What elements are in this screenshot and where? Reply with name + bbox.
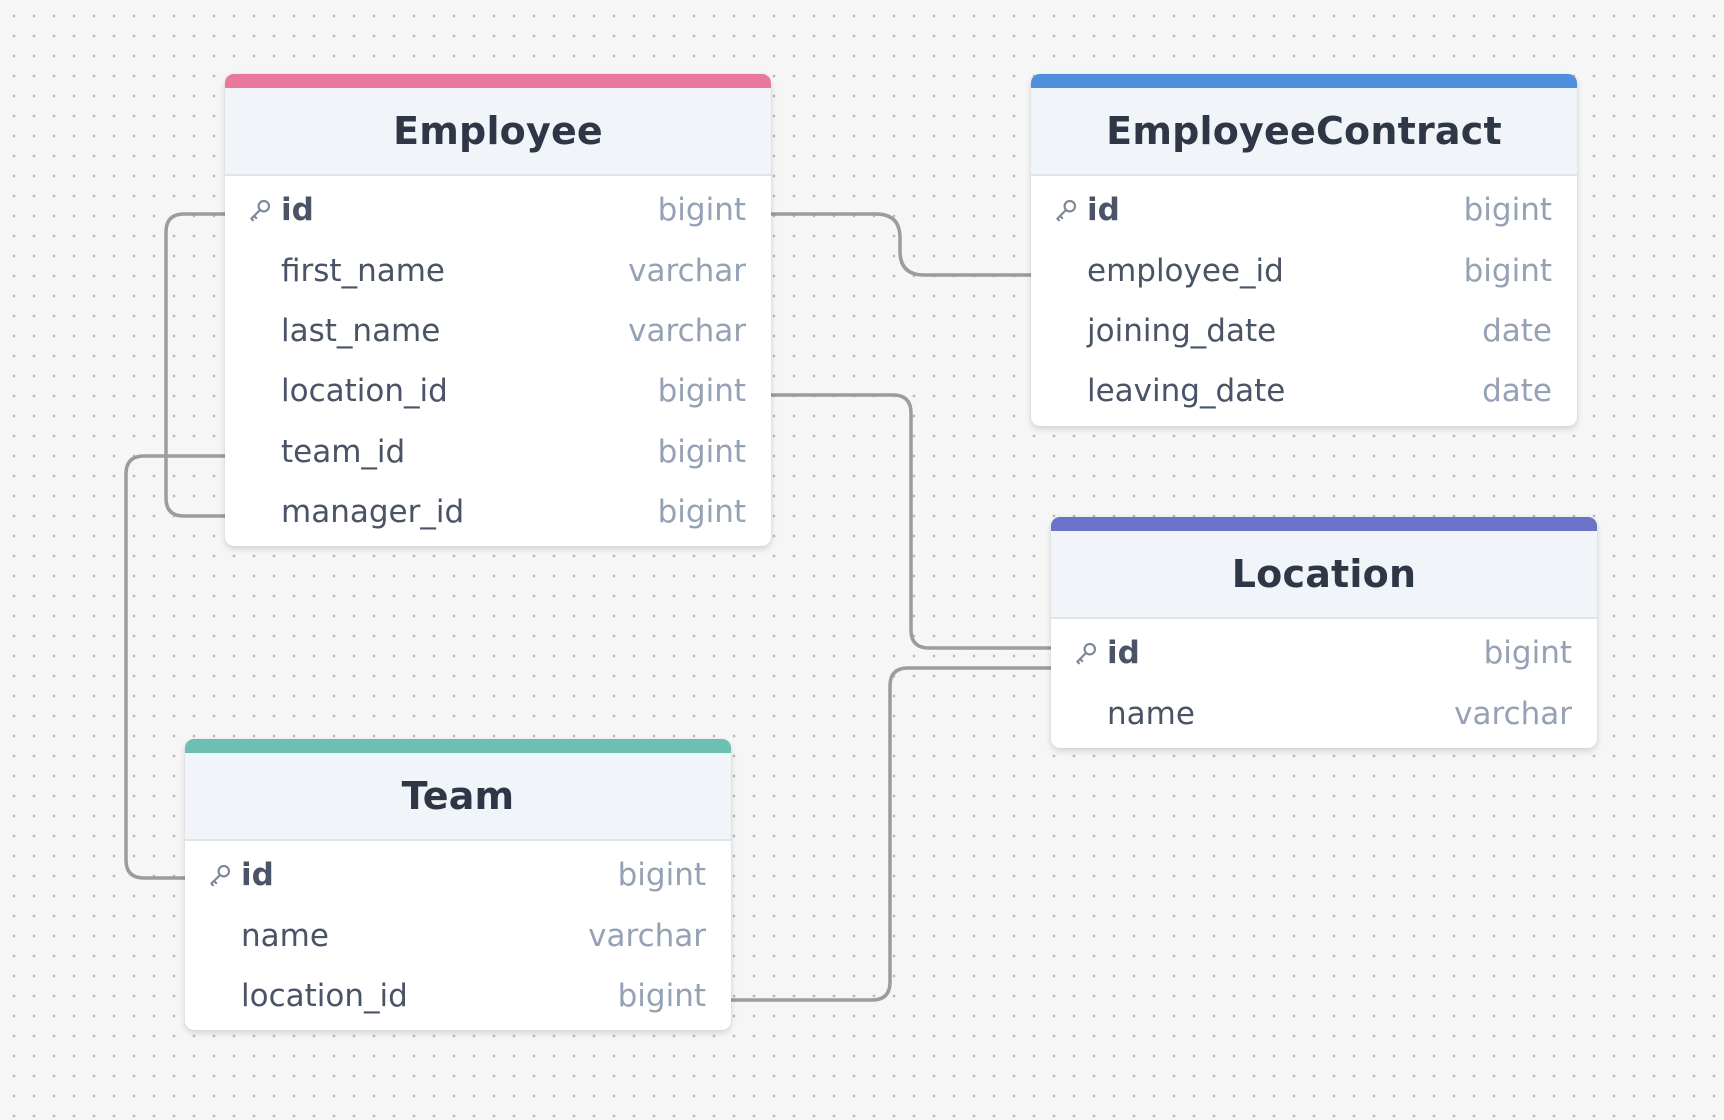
column-row-manager-id[interactable]: manager_id bigint bbox=[225, 482, 771, 542]
column-type: bigint bbox=[657, 373, 746, 410]
column-name: id bbox=[281, 192, 314, 229]
table-accent-bar bbox=[185, 739, 731, 753]
table-employee[interactable]: Employee id bigint first_name varchar la… bbox=[225, 74, 771, 547]
column-type: date bbox=[1482, 373, 1552, 410]
table-header[interactable]: EmployeeContract bbox=[1031, 88, 1577, 176]
table-title: Team bbox=[401, 774, 515, 818]
column-name: location_id bbox=[241, 977, 408, 1014]
table-title: EmployeeContract bbox=[1106, 109, 1502, 153]
column-name: leaving_date bbox=[1087, 373, 1286, 410]
column-row-employee-id[interactable]: employee_id bigint bbox=[1031, 240, 1577, 300]
column-name: id bbox=[1107, 635, 1140, 672]
column-type: bigint bbox=[657, 433, 746, 470]
column-name: employee_id bbox=[1087, 252, 1284, 289]
key-icon bbox=[247, 197, 273, 223]
table-title: Location bbox=[1231, 552, 1417, 596]
column-row-leaving-date[interactable]: leaving_date date bbox=[1031, 361, 1577, 421]
column-row-joining-date[interactable]: joining_date date bbox=[1031, 301, 1577, 361]
column-type: varchar bbox=[628, 312, 746, 349]
column-list: id bigint first_name varchar last_name v… bbox=[225, 176, 771, 546]
column-row-location-id[interactable]: location_id bigint bbox=[185, 966, 731, 1026]
column-type: bigint bbox=[617, 857, 706, 894]
table-team[interactable]: Team id bigint name varchar location_id … bbox=[185, 739, 731, 1031]
column-type: bigint bbox=[1483, 635, 1572, 672]
column-type: bigint bbox=[1463, 192, 1552, 229]
column-row-location-id[interactable]: location_id bigint bbox=[225, 361, 771, 421]
column-name: manager_id bbox=[281, 494, 465, 531]
column-name: id bbox=[1087, 192, 1120, 229]
column-type: varchar bbox=[1454, 695, 1572, 732]
table-header[interactable]: Location bbox=[1051, 531, 1597, 619]
key-icon bbox=[1073, 640, 1099, 666]
table-title: Employee bbox=[393, 109, 603, 153]
table-accent-bar bbox=[225, 74, 771, 88]
column-row-id[interactable]: id bigint bbox=[1031, 180, 1577, 240]
column-name: team_id bbox=[281, 433, 406, 470]
column-list: id bigint name varchar bbox=[1051, 619, 1597, 748]
table-accent-bar bbox=[1031, 74, 1577, 88]
column-row-first-name[interactable]: first_name varchar bbox=[225, 240, 771, 300]
column-row-name[interactable]: name varchar bbox=[185, 905, 731, 965]
link-employee-id-to-contract-employee-id[interactable] bbox=[770, 212, 1033, 277]
column-type: varchar bbox=[628, 252, 746, 289]
table-location[interactable]: Location id bigint name varchar bbox=[1051, 517, 1597, 748]
link-team-location-id-to-location-id[interactable] bbox=[730, 666, 1053, 1002]
table-header[interactable]: Employee bbox=[225, 88, 771, 176]
column-name: first_name bbox=[281, 252, 445, 289]
link-employee-id-to-manager-id[interactable] bbox=[164, 212, 227, 518]
table-header[interactable]: Team bbox=[185, 753, 731, 841]
table-accent-bar bbox=[1051, 517, 1597, 531]
column-type: bigint bbox=[657, 192, 746, 229]
column-row-id[interactable]: id bigint bbox=[1051, 623, 1597, 683]
column-row-last-name[interactable]: last_name varchar bbox=[225, 301, 771, 361]
key-icon bbox=[207, 862, 233, 888]
column-name: location_id bbox=[281, 373, 448, 410]
column-row-name[interactable]: name varchar bbox=[1051, 683, 1597, 743]
column-type: bigint bbox=[657, 494, 746, 531]
column-name: joining_date bbox=[1087, 312, 1277, 349]
column-list: id bigint name varchar location_id bigin… bbox=[185, 841, 731, 1030]
column-type: varchar bbox=[588, 917, 706, 954]
table-employee-contract[interactable]: EmployeeContract id bigint employee_id b… bbox=[1031, 74, 1577, 426]
column-name: name bbox=[1107, 695, 1195, 732]
key-icon bbox=[1053, 197, 1079, 223]
column-row-id[interactable]: id bigint bbox=[225, 180, 771, 240]
column-name: id bbox=[241, 857, 274, 894]
column-name: last_name bbox=[281, 312, 441, 349]
column-name: name bbox=[241, 917, 329, 954]
column-type: bigint bbox=[617, 977, 706, 1014]
column-row-team-id[interactable]: team_id bigint bbox=[225, 422, 771, 482]
column-type: bigint bbox=[1463, 252, 1552, 289]
column-type: date bbox=[1482, 312, 1552, 349]
link-employee-location-id-to-location-id[interactable] bbox=[770, 393, 1053, 650]
column-row-id[interactable]: id bigint bbox=[185, 845, 731, 905]
column-list: id bigint employee_id bigint joining_dat… bbox=[1031, 176, 1577, 426]
